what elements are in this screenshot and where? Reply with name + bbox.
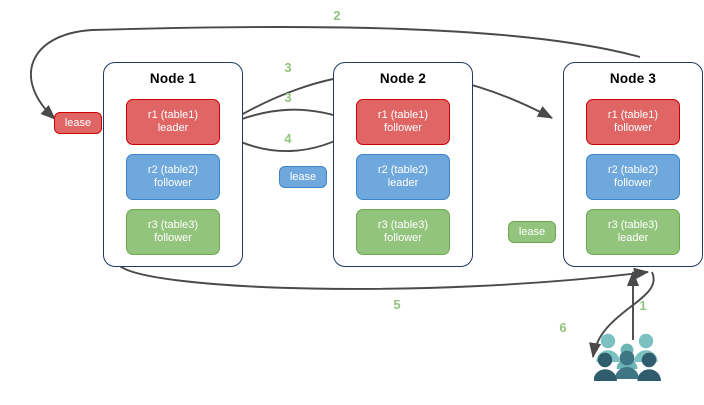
step-label-4: 4 (284, 131, 292, 146)
step-label-3-lower: 3 (284, 90, 292, 105)
replica-line2: follower (614, 122, 652, 134)
replica-r2[interactable]: r2 (table2) follower (126, 154, 220, 200)
lease-label: lease (289, 171, 317, 183)
replica-r3[interactable]: r3 (table3) leader (586, 209, 680, 255)
replica-r1[interactable]: r1 (table1) leader (126, 99, 220, 145)
replica-line1: r2 (table2) (147, 163, 199, 176)
replica-line2: leader (157, 122, 189, 134)
replica-line1: r3 (table3) (607, 218, 659, 231)
replica-r1[interactable]: r1 (table1) follower (586, 99, 680, 145)
users-group-icon (593, 331, 666, 387)
replica-line1: r1 (table1) (607, 108, 659, 121)
replica-line2: leader (387, 177, 419, 189)
replica-line1: r3 (table3) (147, 218, 199, 231)
edge-step-5 (119, 265, 650, 290)
replica-line2: follower (384, 122, 422, 134)
replica-r1[interactable]: r1 (table1) follower (356, 99, 450, 145)
step-label-2: 2 (333, 8, 341, 23)
replica-line2: follower (154, 177, 192, 189)
lease-badge-green[interactable]: lease (508, 221, 556, 243)
lease-badge-blue[interactable]: lease (279, 166, 327, 188)
lease-label: lease (518, 226, 546, 238)
replica-line1: r2 (table2) (377, 163, 429, 176)
replica-line1: r2 (table2) (607, 163, 659, 176)
node-title: Node 1 (149, 71, 197, 86)
replica-r3[interactable]: r3 (table3) follower (356, 209, 450, 255)
step-label-3-upper: 3 (284, 60, 292, 75)
replica-line2: follower (154, 232, 192, 244)
replica-r2[interactable]: r2 (table2) follower (586, 154, 680, 200)
replica-line1: r3 (table3) (377, 218, 429, 231)
lease-badge-red[interactable]: lease (54, 112, 102, 134)
replica-line1: r1 (table1) (377, 108, 429, 121)
replica-line2: follower (384, 232, 422, 244)
replica-line2: follower (614, 177, 652, 189)
replica-r3[interactable]: r3 (table3) follower (126, 209, 220, 255)
step-label-6: 6 (559, 320, 567, 335)
step-label-1: 1 (639, 298, 647, 313)
node-title: Node 3 (609, 71, 657, 86)
node-container-2[interactable]: Node 2 r1 (table1) follower r2 (table2) … (333, 62, 473, 267)
node-title: Node 2 (379, 71, 427, 86)
replica-line2: leader (617, 232, 649, 244)
node-container-3[interactable]: Node 3 r1 (table1) follower r2 (table2) … (563, 62, 703, 267)
lease-label: lease (64, 117, 92, 129)
node-container-1[interactable]: Node 1 r1 (table1) leader r2 (table2) fo… (103, 62, 243, 267)
step-label-5: 5 (393, 297, 401, 312)
replica-line1: r1 (table1) (147, 108, 199, 121)
replica-r2[interactable]: r2 (table2) leader (356, 154, 450, 200)
